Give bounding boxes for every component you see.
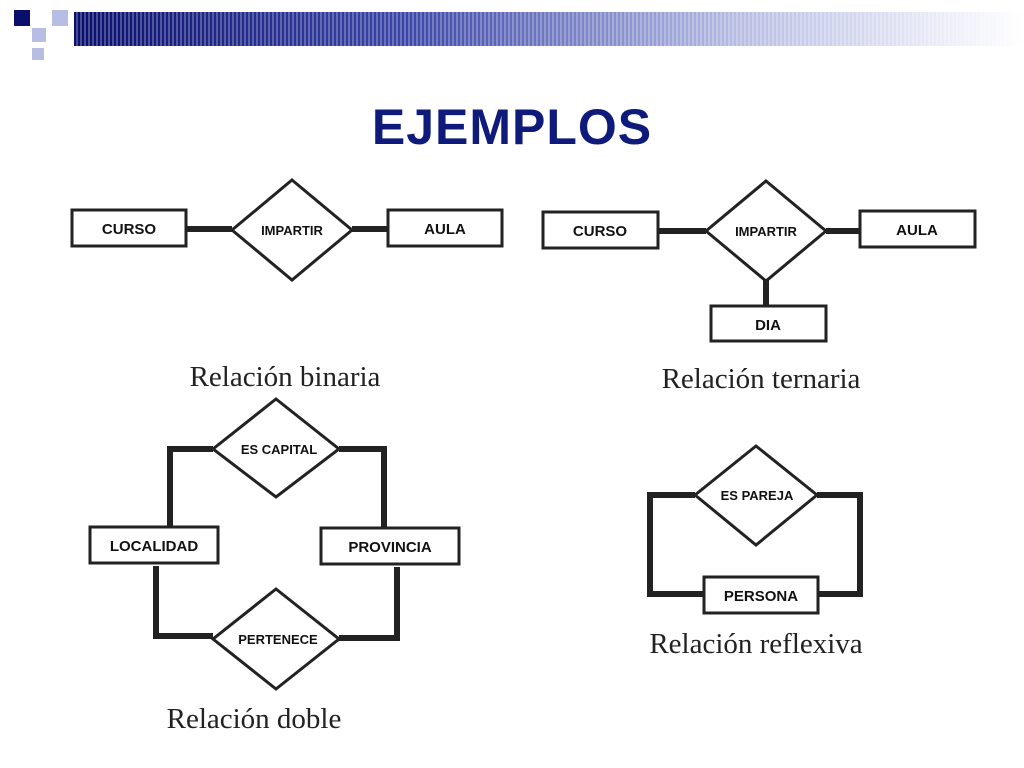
reflexive-entity-persona <box>702 575 820 615</box>
header-square-light <box>32 28 46 42</box>
slide-title: EJEMPLOS <box>371 99 653 155</box>
ternary-relation-diagram: CURSO IMPARTIR AULA DIA Relación ternari… <box>541 179 977 395</box>
binary-entity-curso <box>70 208 188 248</box>
reflexive-caption: Relación reflexiva <box>649 628 862 660</box>
ternary-entity-curso-label: CURSO <box>573 223 628 240</box>
double-connector-top-right <box>339 446 387 527</box>
header-square-small <box>32 48 44 60</box>
double-relation-bottom-diamond <box>210 587 342 691</box>
ternary-entity-aula-label: AULA <box>896 222 938 239</box>
ternary-relation-diamond <box>703 179 829 283</box>
ternary-entity-aula <box>858 209 977 249</box>
double-relation-top-diamond <box>210 397 342 499</box>
double-entity-provincia <box>319 526 461 566</box>
header-band-stripes <box>74 12 1024 46</box>
reflexive-entity-persona-label: PERSONA <box>724 588 798 605</box>
binary-relation-diagram: CURSO IMPARTIR AULA Relación binaria <box>70 178 504 393</box>
binary-entity-curso-label: CURSO <box>102 221 157 238</box>
ternary-relation-label: IMPARTIR <box>735 224 797 239</box>
double-relation-top-label: ES CAPITAL <box>241 442 317 457</box>
ternary-entity-dia-label: DIA <box>755 317 781 334</box>
ternary-caption: Relación ternaria <box>662 363 861 395</box>
binary-caption: Relación binaria <box>190 361 381 393</box>
binary-entity-aula-label: AULA <box>424 221 466 238</box>
double-connector-bottom-right <box>339 567 400 641</box>
ternary-entity-dia <box>709 304 828 343</box>
binary-relation-label: IMPARTIR <box>261 223 323 238</box>
binary-entity-aula <box>386 208 504 248</box>
header-square-dark <box>14 10 30 26</box>
reflexive-relation-label: ES PAREJA <box>721 488 794 503</box>
double-relation-diagram: ES CAPITAL LOCALIDAD PROVINCIA PERTENECE… <box>88 397 461 735</box>
double-connector-bottom-left <box>153 566 213 639</box>
reflexive-relation-diamond <box>692 444 820 547</box>
double-relation-bottom-label: PERTENECE <box>238 632 318 647</box>
reflexive-relation-diagram: ES PAREJA PERSONA Relación reflexiva <box>647 444 863 660</box>
binary-relation-diamond <box>229 178 355 282</box>
double-entity-localidad <box>88 525 220 565</box>
double-caption: Relación doble <box>167 703 342 735</box>
header-square-mid <box>52 10 68 26</box>
header-gradient-bar <box>14 10 1024 60</box>
ternary-entity-curso <box>541 210 660 250</box>
double-connector-top-left <box>167 446 213 527</box>
double-entity-provincia-label: PROVINCIA <box>348 539 432 556</box>
reflexive-connector-right <box>817 492 863 597</box>
double-entity-localidad-label: LOCALIDAD <box>110 538 198 555</box>
reflexive-connector-left <box>647 492 704 597</box>
